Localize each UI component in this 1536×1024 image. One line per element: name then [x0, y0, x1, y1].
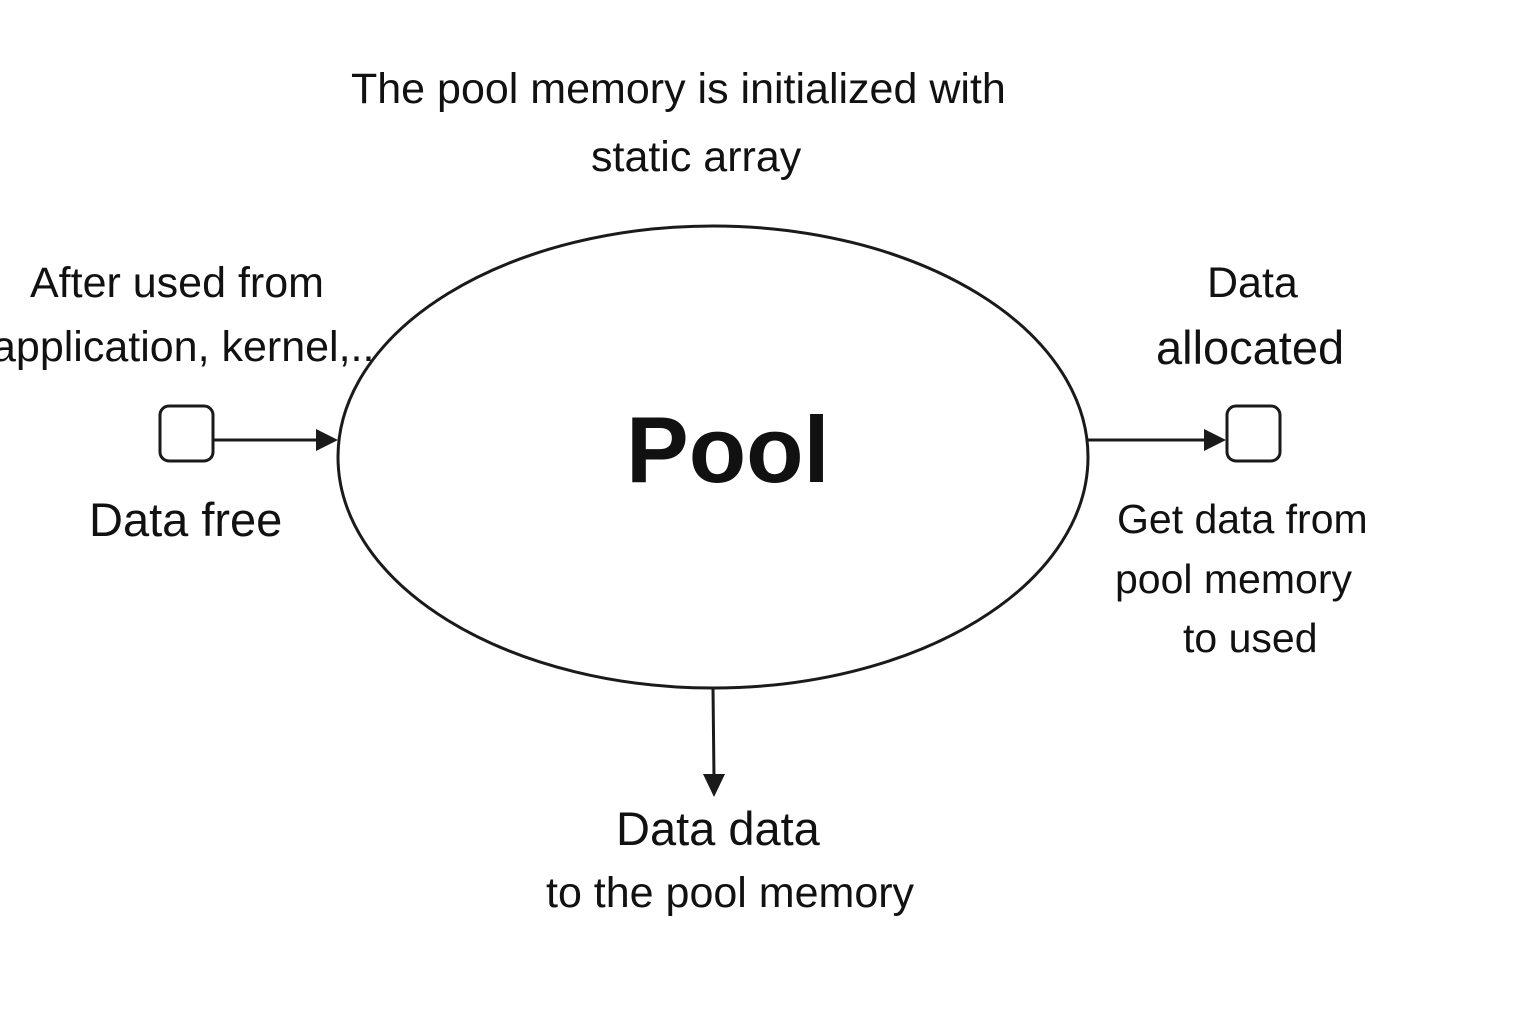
bottom-line1: Data data — [616, 802, 820, 855]
data-free-box — [158, 404, 215, 463]
free-arrow-head — [316, 429, 338, 451]
data-free-label: Data free — [89, 493, 283, 546]
get-data-line1: Get data from — [1117, 496, 1368, 542]
pool-label: Pool — [626, 397, 830, 502]
return-arrow-head — [703, 774, 725, 797]
allocate-arrow-head — [1204, 429, 1226, 451]
top-note-line2: static array — [591, 133, 802, 181]
return-arrow-line — [711, 687, 716, 779]
left-source-line2: application, kernel,.. — [0, 323, 375, 371]
data-allocated-box — [1225, 404, 1282, 463]
data-allocated-line1: Data — [1207, 259, 1298, 307]
get-data-line3: to used — [1183, 615, 1318, 661]
data-allocated-line2: allocated — [1156, 321, 1345, 374]
top-note-line1: The pool memory is initialized with — [351, 65, 1006, 113]
left-source-line1: After used from — [30, 259, 324, 307]
bottom-line2: to the pool memory — [546, 869, 915, 917]
get-data-line2: pool memory — [1115, 556, 1352, 602]
